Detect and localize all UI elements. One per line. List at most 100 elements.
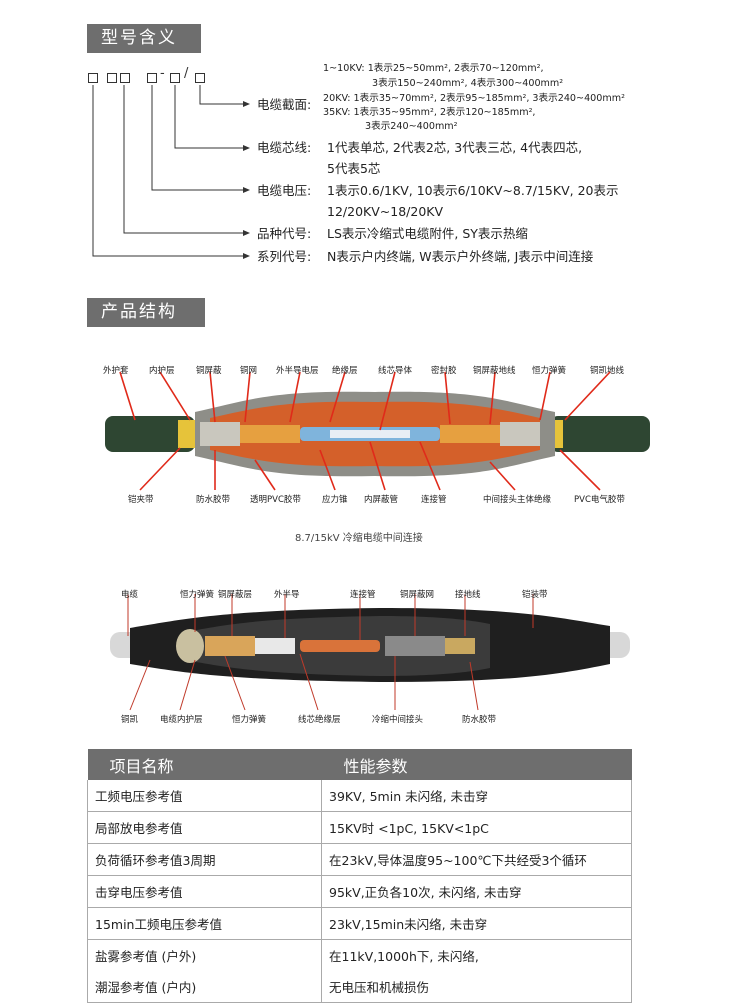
d2-label-5: 铜屏蔽网 <box>400 590 435 600</box>
connector <box>300 640 380 652</box>
row-name: 盐雾参考值 (户外) <box>87 939 322 971</box>
d2-blabel-4: 冷缩中间接头 <box>372 715 424 725</box>
row-value: 39KV, 5min 未闪络, 未击穿 <box>321 780 632 812</box>
row-value: 无电压和机械损伤 <box>321 971 632 1003</box>
row-name: 击穿电压参考值 <box>87 875 322 908</box>
d2-label-3: 外半导 <box>274 590 300 600</box>
series-text: N表示户内终端, W表示户外终端, J表示中间连接 <box>327 249 594 264</box>
code-box-voltage <box>147 73 157 83</box>
d2-label-6: 接地线 <box>455 590 481 600</box>
row-name: 局部放电参考值 <box>87 811 322 844</box>
armor-clamp-left <box>178 420 198 448</box>
d2-blabel-2: 恒力弹簧 <box>232 715 267 725</box>
outer-semiconductor <box>255 638 295 654</box>
d2-label-4: 连接管 <box>350 590 376 600</box>
d1-label-7: 密封胶 <box>431 366 457 376</box>
cross-section-label: 电缆截面: <box>257 97 312 112</box>
table-row: 负荷循环参考值3周期 在23kV,导体温度95~100℃下共经受3个循环 <box>87 843 632 876</box>
table-row: 击穿电压参考值 95kV,正负各10次, 未闪络, 未击穿 <box>87 875 632 908</box>
code-box-variety-2 <box>120 73 130 83</box>
d1-blabel-5: 连接管 <box>421 495 447 505</box>
table-row: 局部放电参考值 15KV时 <1pC, 15KV<1pC <box>87 811 632 844</box>
header-performance: 性能参数 <box>321 749 632 780</box>
voltage-text: 1表示0.6/1KV, 10表示6/10KV~8.7/15KV, 20表示 <box>327 183 619 198</box>
d2-blabel-3: 线芯绝缘层 <box>298 715 341 725</box>
d1-label-10: 铜凯地线 <box>590 366 625 376</box>
core-right <box>440 425 500 443</box>
row-value: 15KV时 <1pC, 15KV<1pC <box>321 811 632 844</box>
section-header-product-structure: 产品结构 <box>87 298 205 327</box>
copper-mesh-right <box>500 422 540 446</box>
diagram2-leaders <box>127 594 534 711</box>
code-box-variety-1 <box>107 73 117 83</box>
header-item-name: 项目名称 <box>87 749 322 780</box>
outer-sheath-left <box>105 416 195 452</box>
spec-table-header: 项目名称 性能参数 <box>87 749 632 780</box>
ground-wire <box>445 638 475 654</box>
row-value: 95kV,正负各10次, 未闪络, 未击穿 <box>321 875 632 908</box>
cross-section-line-2: 3表示150~240mm², 4表示300~400mm² <box>372 78 564 89</box>
row-value: 在23kV,导体温度95~100℃下共经受3个循环 <box>321 843 632 876</box>
d2-label-0: 电缆 <box>121 590 139 600</box>
table-row: 工频电压参考值 39KV, 5min 未闪络, 未击穿 <box>87 780 632 812</box>
d1-label-8: 铜屏蔽地线 <box>473 366 516 376</box>
core-label: 电缆芯线: <box>257 140 312 155</box>
d1-label-4: 外半导电层 <box>276 366 319 376</box>
section-header-model-meaning: 型号含义 <box>87 24 201 53</box>
copper-armor-ring <box>176 629 204 663</box>
series-label: 系列代号: <box>257 249 312 264</box>
cold-shrink-joint-diagram <box>105 371 650 491</box>
table-row: 潮湿参考值 (户内) 无电压和机械损伤 <box>87 971 632 1003</box>
table-row: 15min工频电压参考值 23kV,15min未闪络, 未击穿 <box>87 907 632 940</box>
d1-blabel-0: 铠夹带 <box>128 495 154 505</box>
code-box-section <box>195 73 205 83</box>
diagram1-arrows <box>119 371 611 491</box>
d1-label-0: 外护套 <box>103 366 129 376</box>
outer-sheath-right <box>550 416 650 452</box>
diagram1-caption: 8.7/15kV 冷缩电缆中间连接 <box>295 533 423 544</box>
d1-blabel-1: 防水胶带 <box>196 495 231 505</box>
d1-label-1: 内护层 <box>149 366 175 376</box>
d2-label-2: 铜屏蔽层 <box>218 590 253 600</box>
code-box-core <box>170 73 180 83</box>
cross-section-line-4: 35KV: 1表示35~95mm², 2表示120~185mm², <box>323 107 536 118</box>
d1-blabel-4: 内屏蔽管 <box>364 495 399 505</box>
constant-force-spring <box>205 636 255 656</box>
cross-section-line-3: 20KV: 1表示35~70mm², 2表示95~185mm², 3表示240~… <box>323 93 625 104</box>
d2-blabel-1: 电缆内护层 <box>160 715 203 725</box>
spec-table: 项目名称 性能参数 工频电压参考值 39KV, 5min 未闪络, 未击穿 局部… <box>87 749 632 1003</box>
row-name: 工频电压参考值 <box>87 780 322 812</box>
core-text: 1代表单芯, 2代表2芯, 3代表三芯, 4代表四芯, <box>327 140 583 155</box>
code-box-series <box>88 73 98 83</box>
d1-label-2: 铜屏蔽 <box>196 366 222 376</box>
d1-blabel-7: PVC电气胶带 <box>574 495 625 505</box>
d2-label-7: 铠装带 <box>522 590 548 600</box>
d1-blabel-3: 应力锥 <box>322 495 348 505</box>
voltage-label: 电缆电压: <box>257 183 312 198</box>
copper-mesh <box>385 636 445 656</box>
d2-blabel-5: 防水胶带 <box>462 715 497 725</box>
cross-section-line-1: 1~10KV: 1表示25~50mm², 2表示70~120mm², <box>323 63 544 74</box>
conductor-core <box>330 430 410 438</box>
row-name: 潮湿参考值 (户内) <box>87 971 322 1003</box>
d1-blabel-6: 中间接头主体绝缘 <box>483 495 552 505</box>
code-slash: / <box>184 66 189 81</box>
model-leader-lines <box>92 85 250 259</box>
row-value: 23kV,15min未闪络, 未击穿 <box>321 907 632 940</box>
d1-label-3: 铜网 <box>240 366 258 376</box>
code-dash: - <box>160 66 165 81</box>
d1-blabel-2: 透明PVC胶带 <box>250 495 301 505</box>
copper-mesh-left <box>200 422 240 446</box>
d1-label-5: 绝缘层 <box>332 366 358 376</box>
table-row: 盐雾参考值 (户外) 在11kV,1000h下, 未闪络, <box>87 939 632 971</box>
d1-label-9: 恒力弹簧 <box>532 366 567 376</box>
d2-label-1: 恒力弹簧 <box>180 590 215 600</box>
row-name: 负荷循环参考值3周期 <box>87 843 322 876</box>
cold-shrink-joint-cutaway <box>110 594 630 711</box>
variety-text: LS表示冷缩式电缆附件, SY表示热缩 <box>327 226 528 241</box>
row-name: 15min工频电压参考值 <box>87 907 322 940</box>
cross-section-line-5: 3表示240~400mm² <box>365 121 458 132</box>
d1-label-6: 线芯导体 <box>378 366 413 376</box>
core-text-2: 5代表5芯 <box>327 161 381 176</box>
row-value: 在11kV,1000h下, 未闪络, <box>321 939 632 971</box>
